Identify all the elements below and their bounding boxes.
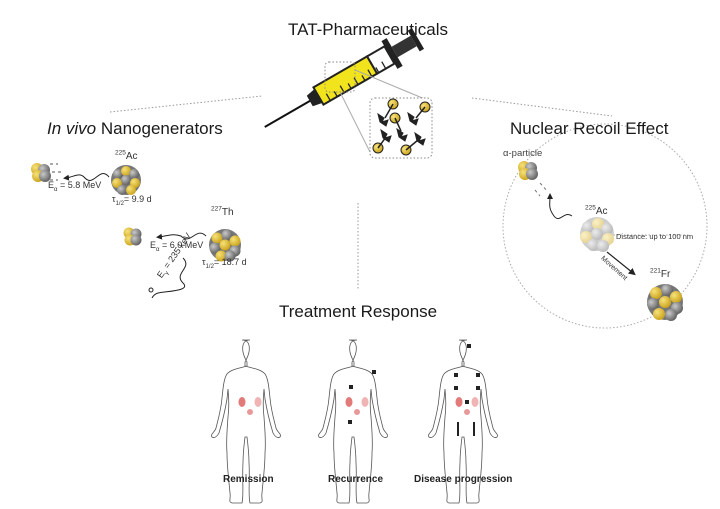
gamma-photon-icon [148, 287, 154, 293]
halflife-label: τ1/2= 9.9 d [112, 194, 152, 207]
alpha-energy-label: Eα = 6.0 MeV [150, 240, 204, 253]
ac225-decaying-nucleus-icon [580, 217, 614, 252]
body-outline [428, 339, 498, 504]
isotope-fr221-label: 221Fr [650, 267, 671, 280]
body-figure-recurrence [318, 339, 388, 504]
title-in-vivo-nanogenerators: In vivo Nanogenerators [47, 119, 223, 139]
movement-arrow [606, 251, 636, 276]
emission-wave-arrow [156, 232, 207, 240]
isotope-ac225-label: 225Ac [585, 204, 608, 217]
th227-nucleus-icon [209, 229, 241, 262]
syringe-icon [264, 28, 425, 128]
body-figures [211, 339, 498, 504]
isotope-ac225-label: 225Ac [115, 149, 138, 162]
caption-disease-progression: Disease progression [414, 474, 513, 485]
body-figure-remission [211, 339, 281, 504]
connector-left [109, 95, 263, 113]
motion-lines [50, 163, 64, 181]
halflife-label: τ1/2= 18.7 d [202, 257, 247, 270]
fr221-nucleus-icon [647, 284, 683, 321]
bladder-icon [354, 409, 360, 415]
antibody-conjugates [372, 98, 431, 156]
isotope-th227-label: 227Th [211, 205, 234, 218]
metastasis-lesion [454, 373, 458, 377]
title-italic: In vivo [47, 119, 97, 138]
title-rest: Nanogenerators [96, 119, 223, 138]
kidney-icon [455, 397, 463, 407]
conjugate-inset [369, 97, 433, 159]
gamma-wave [151, 257, 187, 299]
metastasis-lesion [349, 385, 353, 389]
alpha-particle-label: α-particle [503, 148, 543, 159]
recoil-range-circle [502, 123, 708, 329]
kidney-icon [345, 397, 353, 407]
body-figure-disease-progression [428, 339, 498, 504]
metastasis-lesion [465, 400, 469, 404]
alpha-particle-icon [31, 163, 51, 182]
kidney-icon [471, 397, 479, 407]
motion-lines [534, 182, 549, 197]
ac225-nucleus-icon [111, 165, 141, 195]
caption-remission: Remission [223, 474, 274, 485]
emission-wave-arrow [546, 193, 573, 220]
title-nuclear-recoil-effect: Nuclear Recoil Effect [510, 119, 669, 138]
connector-right [471, 97, 613, 117]
metastasis-lesion [348, 420, 352, 424]
title-tat-pharmaceuticals: TAT-Pharmaceuticals [288, 20, 448, 39]
metastasis-lesion [476, 373, 480, 377]
alpha-particle-icon [123, 227, 142, 246]
metastasis-lesion [476, 386, 480, 390]
metastasis-lesion [467, 344, 471, 348]
alpha-particle-icon [518, 161, 538, 180]
kidney-icon [254, 397, 262, 407]
metastasis-lesion [454, 386, 458, 390]
metastasis-lesion [457, 422, 459, 436]
caption-recurrence: Recurrence [328, 474, 384, 485]
kidney-icon [238, 397, 246, 407]
metastasis-lesion [372, 370, 376, 374]
connector-lines [109, 95, 613, 290]
bladder-icon [464, 409, 470, 415]
kidney-icon [361, 397, 369, 407]
metastasis-lesion [473, 422, 475, 436]
title-treatment-response: Treatment Response [279, 302, 438, 321]
alpha-energy-label: Eα = 5.8 MeV [48, 180, 102, 193]
distance-label: Distance: up to 100 nm [616, 232, 694, 241]
bladder-icon [247, 409, 253, 415]
emission-wave-arrow [63, 173, 110, 181]
zoom-line [354, 69, 433, 103]
body-outline [211, 339, 281, 504]
zoom-line [339, 91, 371, 153]
body-outline [318, 339, 388, 504]
